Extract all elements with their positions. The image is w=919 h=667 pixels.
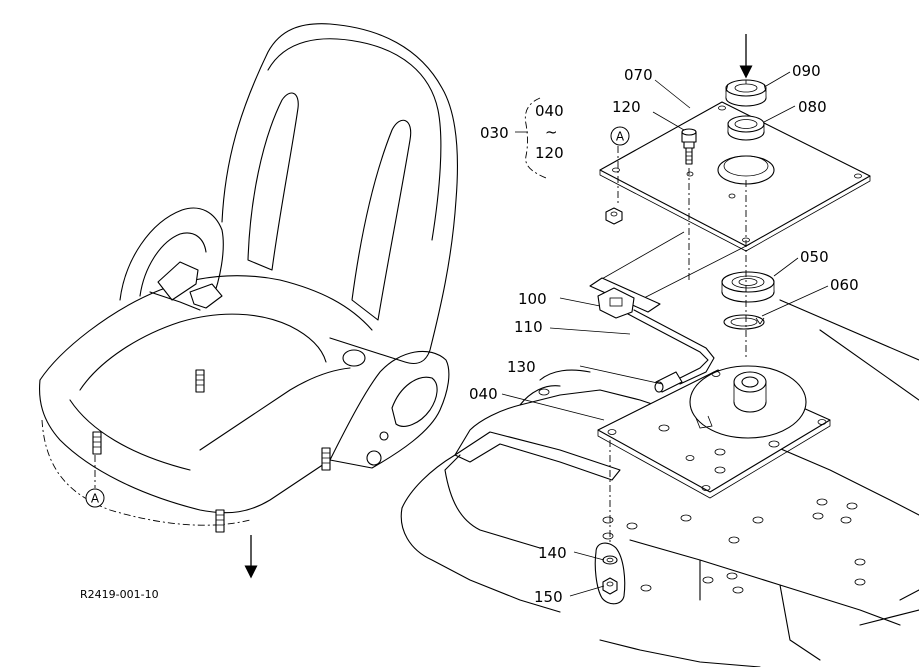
plate-projection-right (639, 243, 751, 301)
seat-backrest-inner (267, 38, 442, 241)
svg-text:A: A (616, 130, 625, 144)
ref-mark-a-bottom: A (85, 488, 105, 508)
nut-near-ref-a (605, 207, 623, 225)
callout-group-bracket (524, 97, 547, 179)
ring-nut-090 (725, 79, 767, 107)
slide-bracket-clip (597, 287, 635, 319)
seat-pivot-bolt (379, 431, 389, 441)
operator-seat (39, 23, 458, 533)
seat-mount-stud-1 (92, 431, 102, 455)
seat-mount-stud-3 (321, 447, 331, 471)
bolt-120 (681, 128, 697, 165)
turntable-notch (695, 415, 713, 429)
seat-belt-latch (189, 283, 223, 309)
lower-swivel-plate (597, 365, 831, 499)
washer-140 (602, 555, 618, 565)
callout-range-tilde: ~ (545, 123, 558, 141)
lower-plate-holes (607, 371, 827, 491)
machine-base-frame (400, 299, 919, 667)
callout-090: 090 (792, 62, 821, 80)
base-frame-right-edge (779, 299, 919, 626)
center-boss (733, 371, 767, 413)
callout-060: 060 (830, 276, 859, 294)
callout-030: 030 (480, 124, 509, 142)
snap-ring-060 (723, 314, 765, 330)
seat-cushion-front-groove (69, 399, 191, 471)
backrest-panel-right (351, 119, 412, 321)
armrest-left-inner (139, 232, 207, 297)
armrest-left (119, 207, 224, 301)
base-frame-lower (400, 507, 761, 667)
seat-cushion-inner (79, 313, 327, 391)
callout-leaders (501, 71, 829, 597)
seat-mount-stud-2 (195, 369, 205, 393)
callout-040-range-start: 040 (535, 102, 564, 120)
base-frame-recess-inner (444, 454, 541, 549)
seat-backrest (221, 23, 458, 365)
slide-bracket (589, 277, 661, 319)
base-frame-holes (538, 388, 866, 594)
seat-adjust-bracket (329, 350, 450, 469)
nut-150 (602, 577, 618, 595)
seat-belt-strap (149, 291, 201, 311)
seat-hinge-pin (366, 450, 382, 466)
callout-040: 040 (469, 385, 498, 403)
drawing-code: R2419-001-10 (80, 588, 159, 601)
washer-nut-mount (594, 542, 626, 605)
svg-text:A: A (91, 492, 100, 506)
bushing-080 (727, 115, 765, 141)
seat-mount-stud-4 (215, 509, 225, 533)
callout-labels: 030 040 ~ 120 070 090 080 120 050 060 10… (469, 62, 859, 606)
plate-projection-left (599, 231, 685, 281)
lever-grip (654, 371, 683, 393)
seat-cushion-crease (199, 367, 351, 451)
seat-adjust-knob (342, 349, 366, 367)
callout-050: 050 (800, 248, 829, 266)
callout-120-range-end: 120 (535, 144, 564, 162)
callout-070: 070 (624, 66, 653, 84)
slide-bracket-slot (609, 297, 623, 307)
base-frame-front (629, 539, 901, 661)
seat-belt-buckle (157, 261, 199, 301)
seat-adjust-lever-handle (391, 376, 438, 427)
seat-cushion-underside (41, 419, 251, 526)
callout-110: 110 (514, 318, 543, 336)
callout-100: 100 (518, 290, 547, 308)
base-frame-recess (454, 431, 621, 481)
bearing-050 (721, 271, 775, 303)
upper-plate-bore (717, 155, 775, 185)
lever-rod-parallel (633, 309, 715, 385)
callout-130: 130 (507, 358, 536, 376)
callout-150: 150 (534, 588, 563, 606)
upper-plate-holes (612, 105, 862, 243)
upper-seat-plate (599, 101, 871, 252)
callout-080: 080 (798, 98, 827, 116)
lower-plate-edge (597, 420, 831, 499)
callout-120: 120 (612, 98, 641, 116)
seat-cushion-front (39, 379, 331, 514)
seat-cushion-top (39, 275, 373, 381)
callout-140: 140 (538, 544, 567, 562)
backrest-panel-left (247, 92, 299, 271)
mount-plate (594, 542, 626, 605)
ref-mark-a-top: A (610, 126, 630, 146)
base-frame-rim (519, 369, 591, 406)
lever-rod (627, 313, 709, 383)
